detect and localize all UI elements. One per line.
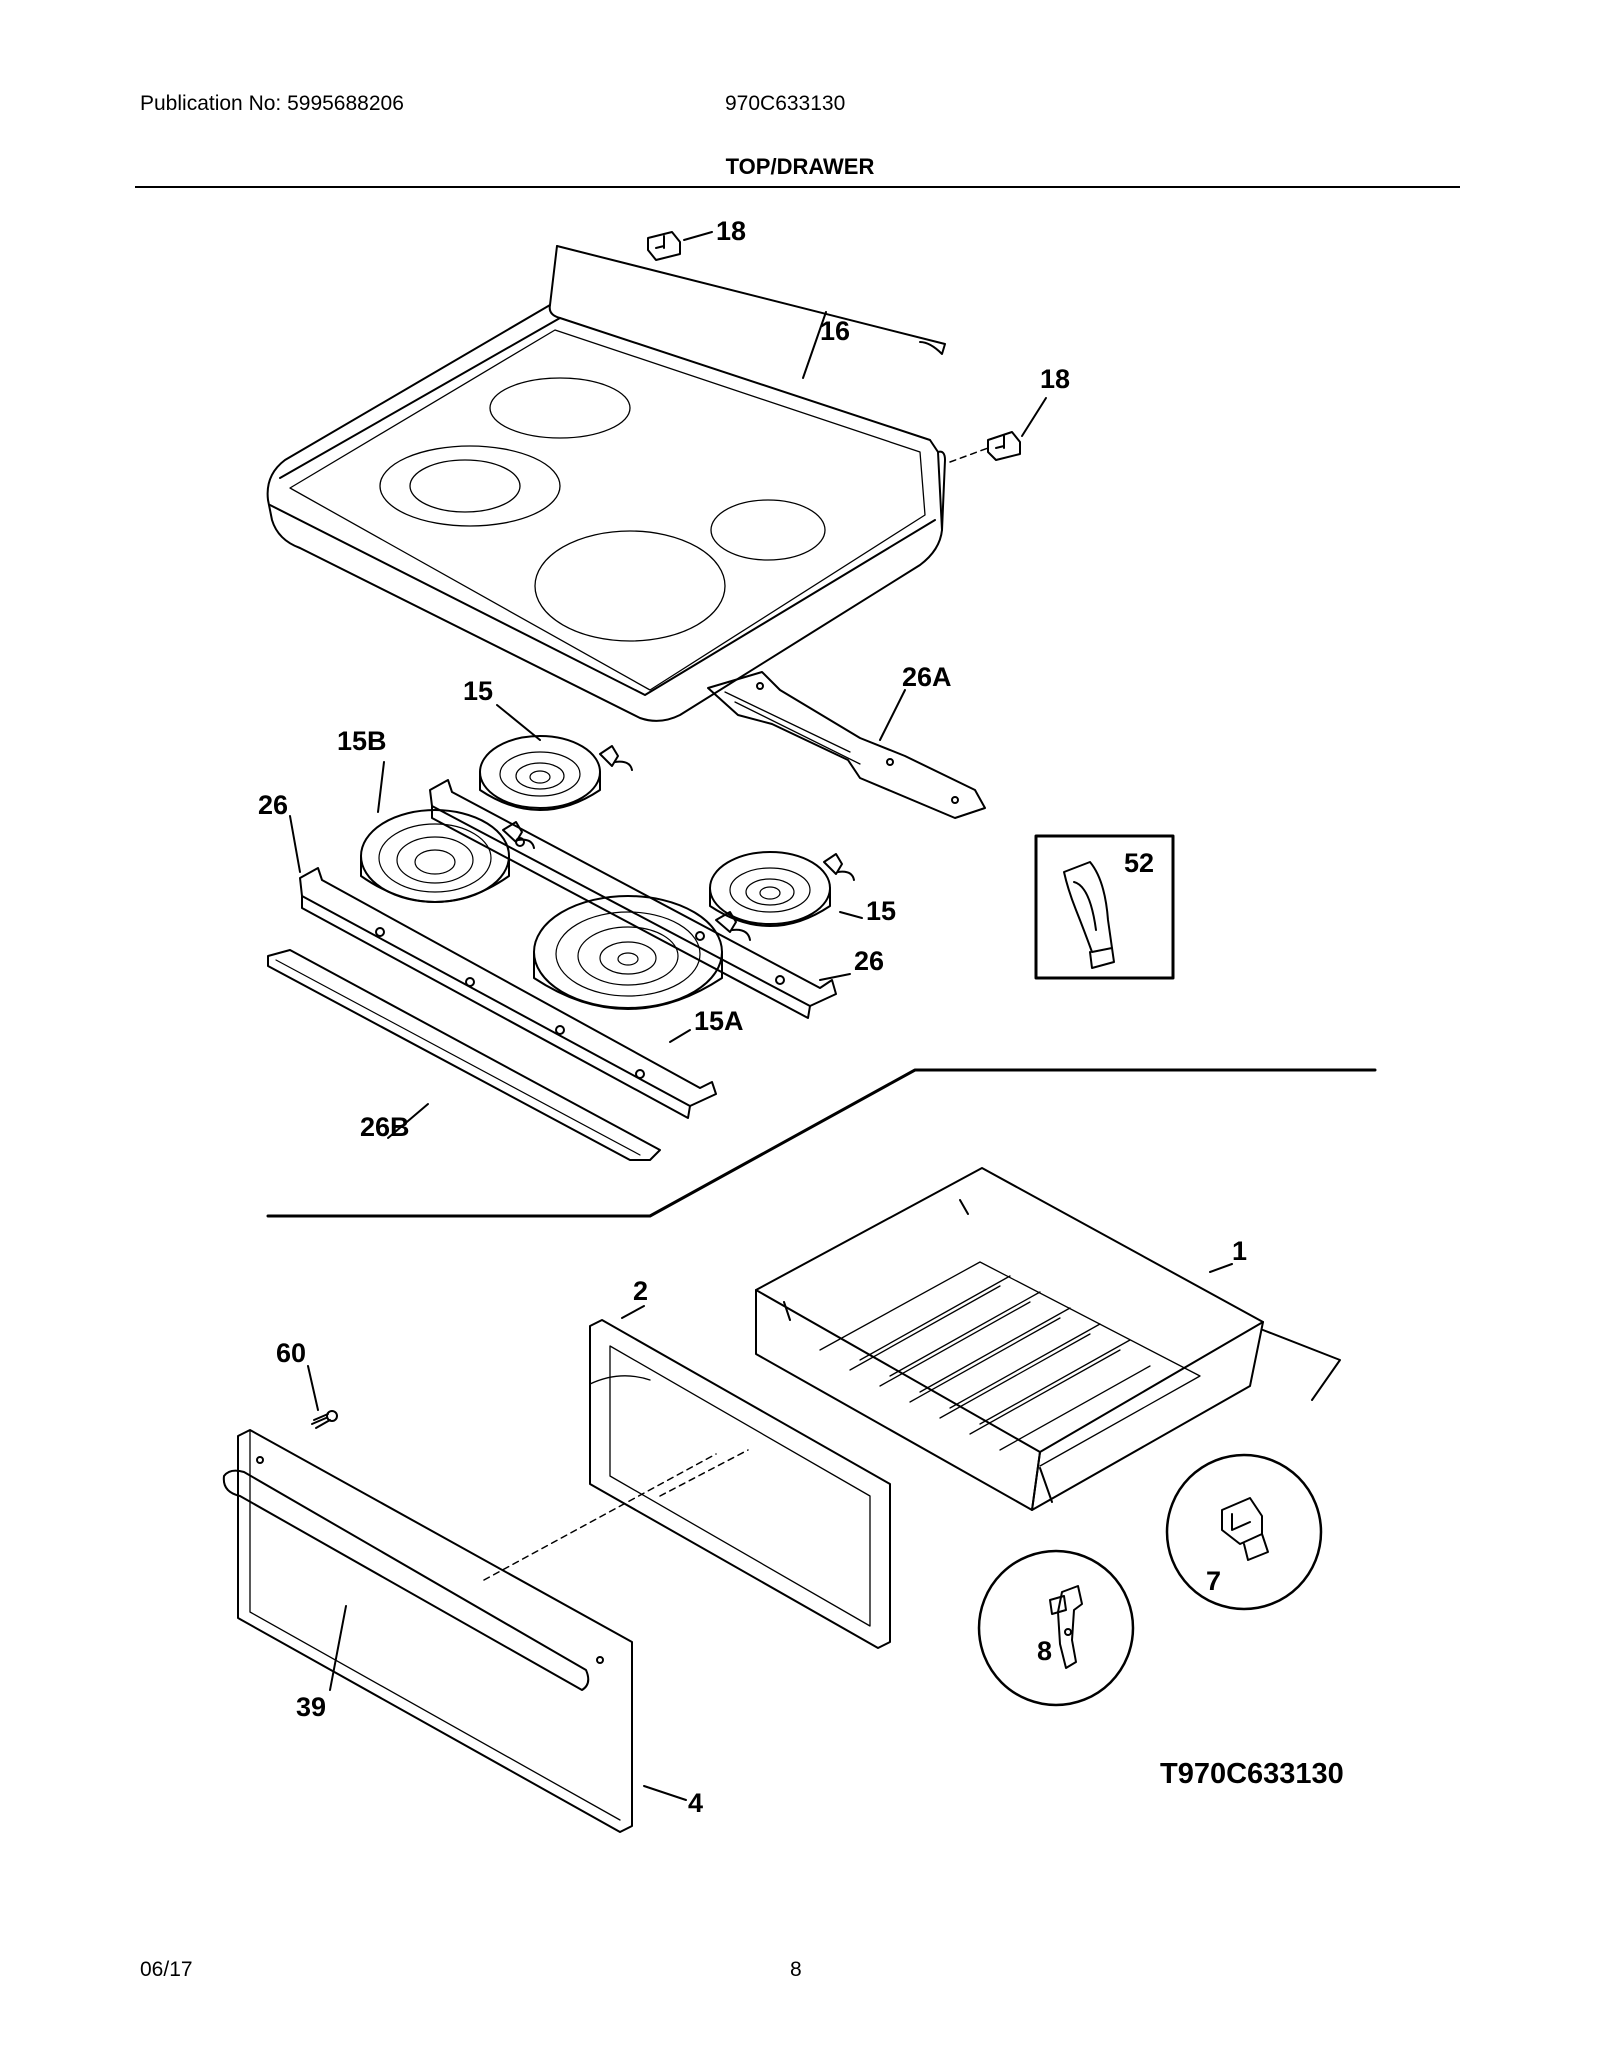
callout-60: 60 [276, 1338, 306, 1368]
diagram-code: T970C633130 [1160, 1758, 1344, 1790]
detail-part-7 [1165, 1453, 1323, 1611]
element-bracket-part-26-right [429, 779, 837, 1019]
header-rule [135, 186, 1460, 188]
callout-26A: 26A [902, 662, 952, 692]
drawer-front-part-4 [222, 1429, 633, 1833]
callout-26B: 26B [360, 1112, 410, 1142]
clip-part-18-top [647, 231, 681, 261]
callout-18-top: 18 [716, 216, 746, 246]
callout-26-left: 26 [258, 790, 288, 820]
trim-strip-part-26B [267, 949, 661, 1161]
drawer-glass-frame-part-2 [589, 1319, 891, 1649]
wiring-harness-part-26A [707, 671, 986, 819]
callout-15B: 15B [337, 726, 387, 756]
callout-8: 8 [1037, 1636, 1052, 1666]
section-title: TOP/DRAWER [725, 154, 875, 179]
callout-15A: 15A [694, 1006, 744, 1036]
callout-39: 39 [296, 1692, 326, 1722]
callout-2: 2 [633, 1276, 648, 1306]
detail-part-8 [977, 1549, 1135, 1707]
footer-date: 06/17 [140, 1958, 193, 1981]
page-number: 8 [790, 1958, 802, 1981]
screw-part-60 [311, 1410, 338, 1429]
callout-7: 7 [1206, 1566, 1221, 1596]
callout-52: 52 [1124, 848, 1154, 878]
model-number: 970C633130 [725, 92, 846, 115]
callout-16: 16 [820, 316, 850, 346]
drawer-body-part-1 [755, 1167, 1341, 1511]
publication-number: Publication No: 5995688206 [140, 92, 404, 115]
callout-1: 1 [1232, 1236, 1247, 1266]
heating-element-15A [533, 895, 751, 1010]
callout-18-right: 18 [1040, 364, 1070, 394]
callout-15-top: 15 [463, 676, 493, 706]
callout-26-right: 26 [854, 946, 884, 976]
heating-element-15-top [479, 735, 633, 811]
part-52-inset [1034, 834, 1175, 980]
callout-4: 4 [688, 1788, 703, 1818]
element-bracket-part-26-left [299, 867, 717, 1119]
section-divider-line [266, 1068, 1377, 1218]
heating-element-15-right [709, 851, 855, 927]
clip-part-18-right [987, 431, 1021, 461]
cooktop-glass-part-16 [266, 245, 946, 722]
heating-element-15B [360, 809, 535, 903]
callout-15-right: 15 [866, 896, 896, 926]
